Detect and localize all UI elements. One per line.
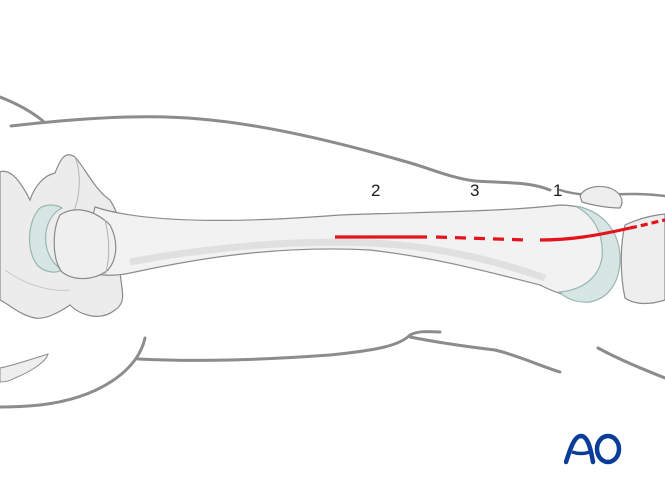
approach-3-line	[435, 235, 527, 242]
approach-1-line	[539, 226, 631, 242]
approach-1-extension-line	[629, 218, 665, 230]
hand-bones	[0, 353, 49, 383]
body-outline	[0, 95, 665, 409]
approach-label-1: 1	[553, 181, 563, 200]
ao-logo-icon	[564, 433, 622, 465]
approach-label-3: 3	[470, 181, 480, 200]
incision-lines	[335, 218, 665, 242]
approach-label-2: 2	[371, 181, 381, 200]
femur	[53, 185, 665, 305]
